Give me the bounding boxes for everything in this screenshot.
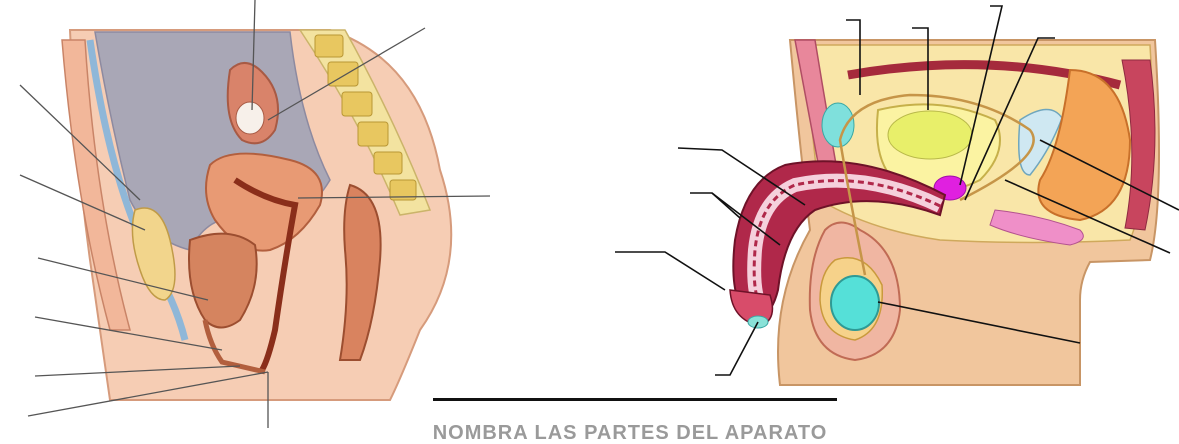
male-reproductive-diagram [610, 0, 1179, 433]
label-line [715, 322, 758, 375]
female-reproductive-diagram [0, 0, 500, 433]
pubic-symphysis [822, 103, 854, 147]
label-line [615, 252, 725, 290]
male-diagram-svg [610, 0, 1179, 433]
label-line [712, 193, 740, 218]
worksheet-caption: NOMBRA LAS PARTES DEL APARATO [380, 422, 880, 444]
answer-line [433, 398, 837, 401]
testis [831, 276, 879, 330]
female-diagram-svg [0, 0, 500, 433]
